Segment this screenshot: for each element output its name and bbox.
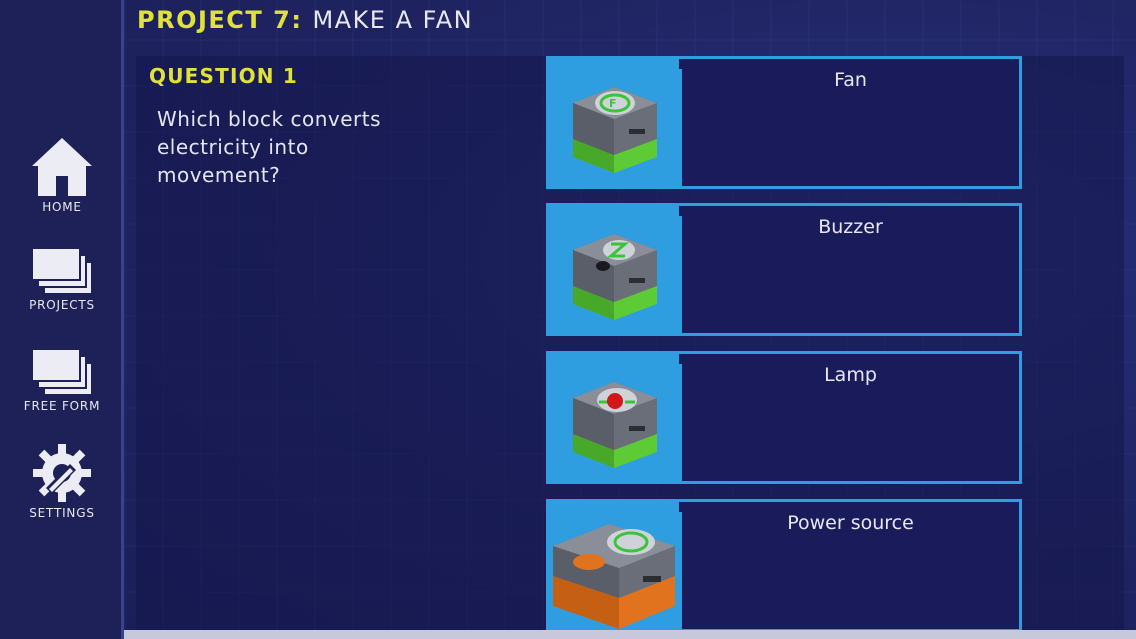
sidebar-item-label: PROJECTS <box>29 298 95 312</box>
svg-text:F: F <box>609 97 617 110</box>
question-label: QUESTION 1 <box>149 64 299 88</box>
answer-label: Buzzer <box>679 216 1019 333</box>
stacked-cards-icon <box>31 247 93 295</box>
answer-thumbnail <box>549 206 679 333</box>
power-source-block-icon <box>553 524 675 629</box>
sidebar-item-label: FREE FORM <box>23 399 101 413</box>
answer-label: Power source <box>679 512 1019 629</box>
answer-option-power-source[interactable]: Power source <box>546 499 1022 632</box>
answer-label: Lamp <box>679 364 1019 481</box>
sidebar-item-label: SETTINGS <box>29 506 95 520</box>
answer-thumbnail <box>549 354 679 481</box>
answer-option-buzzer[interactable]: Buzzer <box>546 203 1022 336</box>
sidebar-item-free-form[interactable]: FREE FORM <box>0 347 124 413</box>
answer-option-fan[interactable]: F Fan <box>546 56 1022 189</box>
project-name: MAKE A FAN <box>312 6 474 34</box>
question-text: Which block converts electricity into mo… <box>157 107 381 187</box>
bottom-bar <box>124 630 1136 639</box>
sidebar: HOME PROJECTS FREE FORM <box>0 0 124 639</box>
answer-thumbnail: F <box>549 59 679 186</box>
answer-option-lamp[interactable]: Lamp <box>546 351 1022 484</box>
lamp-block-icon <box>573 382 657 468</box>
stacked-cards-icon <box>31 348 93 396</box>
project-number: PROJECT 7: <box>137 6 303 34</box>
sidebar-item-settings[interactable]: SETTINGS <box>0 442 124 520</box>
sidebar-item-projects[interactable]: PROJECTS <box>0 246 124 312</box>
home-icon <box>32 138 92 196</box>
fan-block-icon: F <box>573 87 657 173</box>
answer-label: Fan <box>679 69 1019 186</box>
sidebar-item-home[interactable]: HOME <box>0 136 124 214</box>
gear-wrench-icon <box>33 444 91 502</box>
page-title: PROJECT 7: MAKE A FAN <box>137 6 473 40</box>
buzzer-block-icon <box>573 234 657 320</box>
sidebar-item-label: HOME <box>42 200 82 214</box>
answer-thumbnail <box>549 502 679 629</box>
